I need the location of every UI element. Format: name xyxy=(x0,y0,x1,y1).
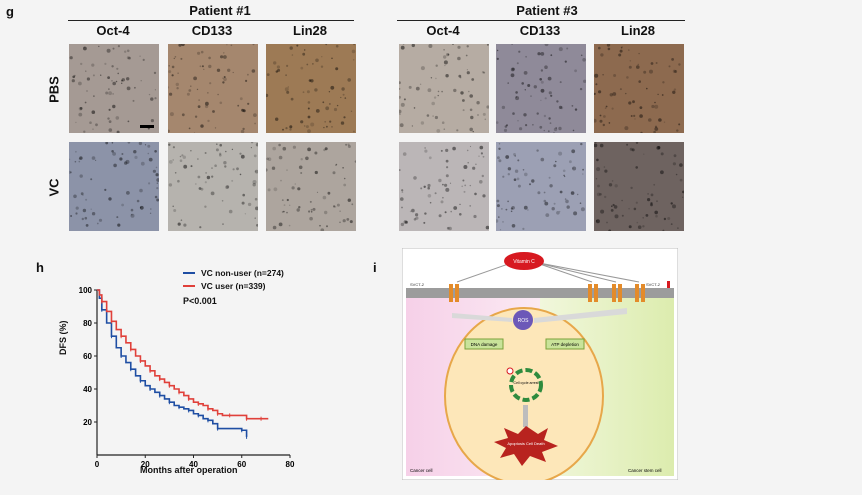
x-tick-label: 80 xyxy=(286,460,295,469)
vitamin-c-arrows xyxy=(456,261,640,283)
y-tick-label: 40 xyxy=(83,385,92,394)
dna-damage-box xyxy=(464,338,504,350)
svct2-transporters xyxy=(449,284,645,302)
stop-icon xyxy=(506,367,514,375)
legend-swatch-nonuser xyxy=(183,272,195,274)
y-tick-label: 20 xyxy=(83,418,92,427)
patient-title-3: Patient #3 xyxy=(516,3,578,18)
ihc-tile-p1-pbs-cd133 xyxy=(168,44,258,133)
km-survival-chart: 0 20 40 60 80 20 40 60 80 100 xyxy=(79,286,295,469)
panel-label-g: g xyxy=(6,4,14,19)
y-tick-label: 100 xyxy=(79,286,93,295)
ihc-tile-p3-vc-oct4 xyxy=(399,142,489,231)
col-header-oct4-p3: Oct-4 xyxy=(426,23,460,38)
legend-label-user: VC user (n=339) xyxy=(201,281,266,291)
svct-right-label: SVCT-2 xyxy=(646,282,661,287)
row-header-vc: VC xyxy=(46,178,62,197)
row-header-pbs: PBS xyxy=(46,76,62,103)
svct-left-label: SVCT-2 xyxy=(410,282,425,287)
cell-death-label: Apoptosis Cell Death xyxy=(507,441,544,446)
vitamin-c-node xyxy=(504,252,544,270)
x-tick-label: 0 xyxy=(95,460,100,469)
down-arrow xyxy=(523,405,528,427)
col-header-cd133-p3: CD133 xyxy=(519,23,561,38)
ihc-tile-p3-pbs-oct4 xyxy=(399,44,489,133)
cell-body xyxy=(444,307,604,480)
ihc-tile-p1-vc-cd133 xyxy=(168,142,258,231)
ros-label: ROS xyxy=(518,318,530,324)
patient-3-underline xyxy=(397,20,685,21)
atp-depletion-box xyxy=(545,338,585,350)
col-header-lin28-p3: Lin28 xyxy=(621,23,655,38)
right-arrow-band xyxy=(534,308,627,323)
cell-cycle-ring xyxy=(509,368,543,402)
mechanism-schematic: Vitamin C SVCT-2 SVCT-2 ROS DNA damage A… xyxy=(402,248,678,480)
ihc-tile-p3-pbs-cd133 xyxy=(496,44,586,133)
panel-label-h: h xyxy=(36,260,44,275)
y-tick-label: 80 xyxy=(83,319,92,328)
ihc-tile-p3-vc-cd133 xyxy=(496,142,586,231)
col-header-cd133-p1: CD133 xyxy=(191,23,233,38)
patient-title-1: Patient #1 xyxy=(189,3,251,18)
x-axis-label: Months after operation xyxy=(140,465,238,475)
legend-swatch-user xyxy=(183,285,195,287)
patient-1-underline xyxy=(68,20,354,21)
x-tick-label: 60 xyxy=(237,460,246,469)
y-axis-label: DFS (%) xyxy=(58,320,68,356)
legend-user: VC user (n=339) xyxy=(183,281,266,291)
legend-nonuser: VC non-user (n=274) xyxy=(183,268,284,278)
x-tick-label: 20 xyxy=(141,460,150,469)
cancer-cell-label: Cancer cell xyxy=(410,468,433,473)
ihc-tile-p1-vc-lin28 xyxy=(266,142,356,231)
km-series-0 xyxy=(97,289,248,437)
ihc-tile-p1-pbs-lin28 xyxy=(266,44,356,133)
cell-death-burst xyxy=(494,426,558,466)
scale-bar xyxy=(140,125,154,128)
vitamin-c-label: Vitamin C xyxy=(513,259,535,265)
left-arrow-band xyxy=(452,313,512,322)
atp-depletion-label: ATP depletion xyxy=(551,342,579,347)
ihc-tile-p3-pbs-lin28 xyxy=(594,44,684,133)
ros-node xyxy=(513,310,533,330)
col-header-oct4-p1: Oct-4 xyxy=(96,23,130,38)
p-value-annotation: P<0.001 xyxy=(183,296,217,306)
dna-damage-label: DNA damage xyxy=(471,342,498,347)
legend-label-nonuser: VC non-user (n=274) xyxy=(201,268,284,278)
up-indicator xyxy=(667,281,670,288)
cell-cycle-label: Cell cycle arrest xyxy=(514,381,539,385)
ihc-tile-p3-vc-lin28 xyxy=(594,142,684,231)
km-series-1 xyxy=(97,289,269,420)
stem-cell-label: Cancer stem cell xyxy=(628,468,662,473)
cell-membrane xyxy=(406,288,674,298)
panel-label-i: i xyxy=(373,260,377,275)
x-tick-label: 40 xyxy=(189,460,198,469)
ihc-tile-p1-vc-oct4 xyxy=(69,142,159,231)
y-tick-label: 60 xyxy=(83,352,92,361)
ihc-tile-p1-pbs-oct4 xyxy=(69,44,159,133)
col-header-lin28-p1: Lin28 xyxy=(293,23,327,38)
